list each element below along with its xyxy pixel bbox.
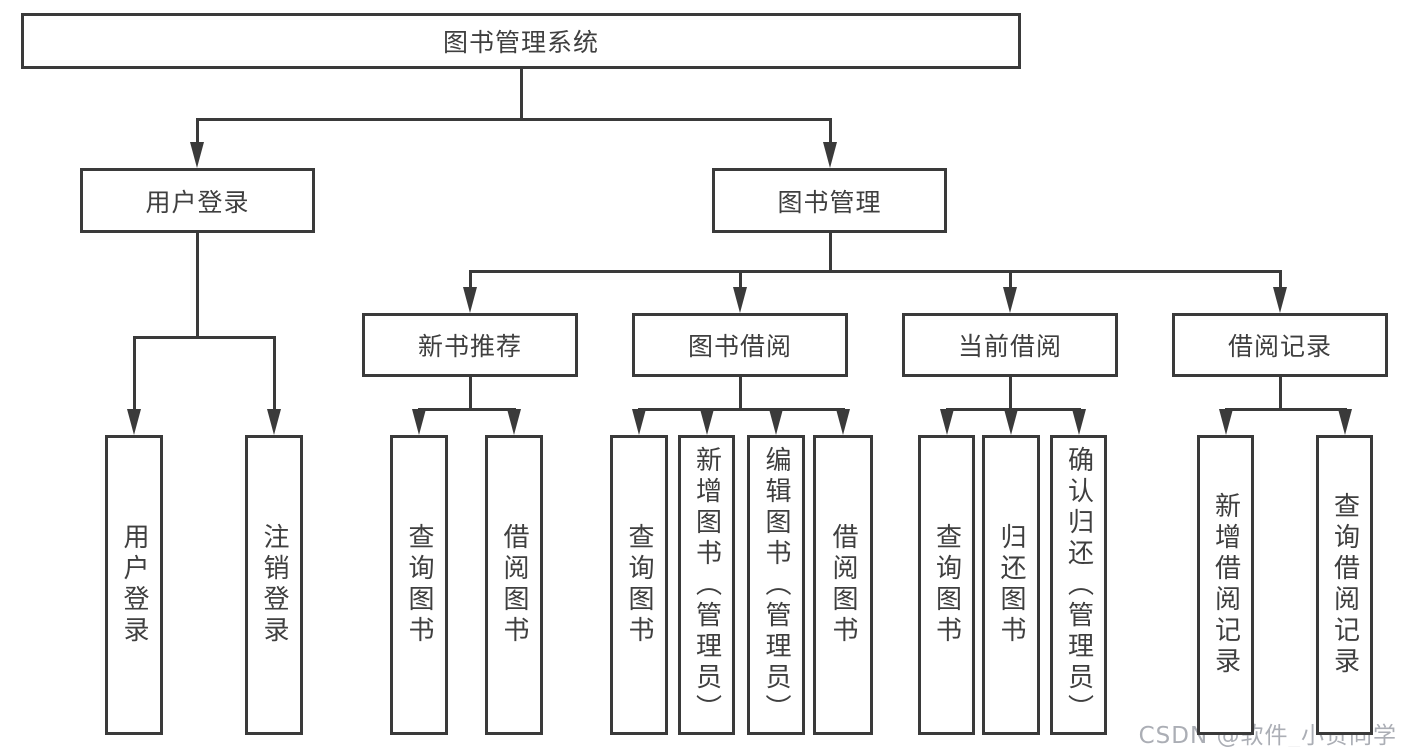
connector-line [196, 233, 199, 339]
arrow-down-icon [940, 409, 954, 435]
arrow-down-icon [127, 409, 141, 435]
node-new-book-rec: 新书推荐 [362, 313, 578, 377]
arrow-down-icon [190, 142, 204, 168]
node-leaf-user-login: 用户登录 [105, 435, 163, 735]
arrow-down-icon [412, 409, 426, 435]
node-label: 新增借阅记录 [1210, 492, 1241, 678]
connector-line [829, 118, 832, 144]
connector-line [739, 270, 742, 289]
node-book-borrow: 图书借阅 [632, 313, 848, 377]
node-label: 注销登录 [259, 523, 289, 647]
connector-line [133, 336, 136, 411]
node-current-borrow: 当前借阅 [902, 313, 1118, 377]
arrow-down-icon [1003, 287, 1017, 313]
node-leaf-borrow-book-1: 借阅图书 [485, 435, 543, 735]
arrow-down-icon [632, 409, 646, 435]
arrow-down-icon [1338, 409, 1352, 435]
arrow-down-icon [823, 142, 837, 168]
node-root: 图书管理系统 [21, 13, 1021, 69]
arrow-down-icon [463, 287, 477, 313]
connector-line [1225, 408, 1347, 411]
node-label: 查询借阅记录 [1329, 492, 1360, 678]
arrow-down-icon [267, 409, 281, 435]
connector-line [520, 69, 523, 121]
node-leaf-edit-book: 编辑图书（管理员） [747, 435, 805, 735]
node-user-login: 用户登录 [80, 168, 315, 233]
node-borrow-record: 借阅记录 [1172, 313, 1388, 377]
arrow-down-icon [507, 409, 521, 435]
node-label: 借阅图书 [828, 523, 858, 647]
node-leaf-query-record: 查询借阅记录 [1316, 435, 1373, 735]
arrow-down-icon [700, 409, 714, 435]
node-leaf-query-book-2: 查询图书 [610, 435, 668, 735]
node-label: 查询图书 [624, 523, 654, 647]
connector-line [196, 118, 832, 121]
connector-line [1009, 270, 1012, 289]
connector-line [273, 336, 276, 411]
node-label: 归还图书 [996, 523, 1026, 647]
node-leaf-query-book-3: 查询图书 [918, 435, 975, 735]
arrow-down-icon [769, 409, 783, 435]
node-label: 查询图书 [404, 523, 434, 647]
connector-line [829, 233, 832, 273]
node-label: 图书借阅 [687, 332, 792, 361]
node-label: 用户登录 [119, 523, 149, 647]
node-book-mgmt: 图书管理 [712, 168, 947, 233]
node-label: 编辑图书（管理员） [761, 445, 791, 725]
arrow-down-icon [1004, 409, 1018, 435]
node-label: 新增图书（管理员） [691, 445, 722, 725]
node-label: 确认归还（管理员） [1063, 445, 1094, 725]
node-label: 图书管理系统 [442, 28, 599, 57]
node-leaf-confirm-return: 确认归还（管理员） [1050, 435, 1107, 735]
arrow-down-icon [1072, 409, 1086, 435]
arrow-down-icon [733, 287, 747, 313]
connector-line [196, 118, 199, 144]
connector-line [133, 336, 276, 339]
connector-line [418, 408, 516, 411]
node-leaf-add-book: 新增图书（管理员） [678, 435, 735, 735]
connector-line [638, 408, 845, 411]
node-label: 新书推荐 [417, 332, 522, 361]
node-label: 借阅记录 [1227, 332, 1332, 361]
arrow-down-icon [1273, 287, 1287, 313]
connector-line [469, 270, 472, 289]
connector-line [1279, 270, 1282, 289]
node-label: 借阅图书 [499, 523, 529, 647]
arrow-down-icon [1219, 409, 1233, 435]
node-leaf-query-book-1: 查询图书 [390, 435, 448, 735]
connector-line [739, 377, 742, 411]
connector-line [1009, 377, 1012, 411]
node-label: 用户登录 [145, 187, 250, 217]
connector-line [1279, 377, 1282, 411]
node-leaf-add-record: 新增借阅记录 [1197, 435, 1254, 735]
connector-line [469, 270, 1282, 273]
node-leaf-borrow-book-2: 借阅图书 [813, 435, 873, 735]
node-label: 图书管理 [777, 187, 882, 217]
node-label: 当前借阅 [957, 332, 1062, 361]
node-leaf-logout: 注销登录 [245, 435, 303, 735]
arrow-down-icon [836, 409, 850, 435]
node-leaf-return-book: 归还图书 [982, 435, 1040, 735]
connector-line [469, 377, 472, 411]
node-label: 查询图书 [931, 523, 962, 647]
